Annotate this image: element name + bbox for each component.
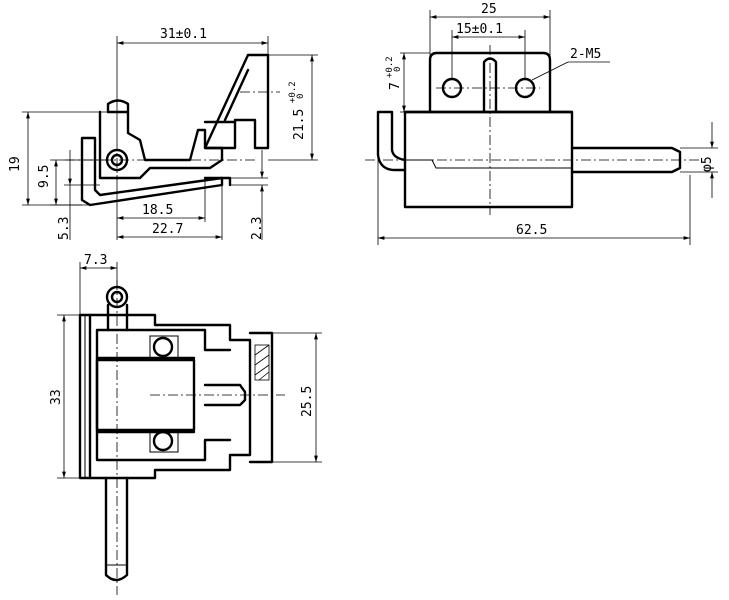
side-plate-edge [203, 176, 232, 187]
dim-bracket-width: 25 [481, 2, 497, 17]
top-pin-shaft [106, 303, 129, 332]
dim-pin-diameter: φ5 [700, 156, 715, 172]
leader-line [531, 61, 569, 81]
dim-plate-thickness: 2.3 [250, 217, 265, 240]
dim-total-length: 62.5 [516, 223, 547, 238]
side-pin [106, 99, 130, 114]
top-center-block [95, 358, 196, 432]
dim-total-height: 19 [8, 156, 23, 172]
top-hole-lower [152, 430, 174, 452]
dim-tab-tol-upper: +0.2 [385, 56, 395, 78]
side-bracket-outline [203, 53, 270, 150]
side-body-outline [98, 110, 224, 180]
top-body-outline [88, 313, 252, 480]
dim-tab-tol-lower: 0 [393, 67, 403, 72]
side-bracket-inner [203, 68, 250, 124]
hole-callout: 2-M5 [570, 47, 601, 62]
dim-bracket-height: 21.5 [292, 109, 307, 140]
side-view: 31±0.1 21.5 +0.2 0 19 9.5 5.3 18.5 22.7 [8, 27, 318, 240]
top-hatch-lines [254, 344, 270, 381]
top-hole-upper [152, 336, 174, 358]
dim-top-hole-span: 25.5 [300, 386, 315, 417]
dim-base-offset: 5.3 [57, 217, 72, 240]
front-body-line [405, 159, 572, 169]
top-flange [248, 331, 274, 464]
top-flange-hatch [254, 344, 270, 381]
dim-inner-length: 18.5 [142, 203, 173, 218]
top-hole-upper-frame [149, 335, 179, 359]
dim-tab-height: 7 [388, 82, 403, 90]
dim-outer-length: 22.7 [152, 222, 183, 237]
side-plate [80, 136, 224, 207]
dim-top-offset: 7.3 [84, 253, 107, 268]
dim-hole-spacing: 15±0.1 [456, 22, 503, 37]
dim-bracket-tol-upper: +0.2 [288, 81, 298, 103]
front-hook [376, 110, 407, 172]
top-tab [203, 383, 247, 407]
dim-top-overall-height: 33 [49, 389, 64, 405]
top-bottom-pin [104, 476, 129, 582]
top-view: 7.3 33 25.5 [49, 253, 322, 595]
dim-side-width: 31±0.1 [160, 27, 207, 42]
front-view: 25 15±0.1 2-M5 7 +0.2 0 φ5 62.5 [365, 2, 718, 245]
top-hole-lower-frame [149, 429, 179, 453]
dim-pin-height: 9.5 [37, 165, 52, 188]
dim-bracket-tol-lower: 0 [296, 94, 306, 99]
